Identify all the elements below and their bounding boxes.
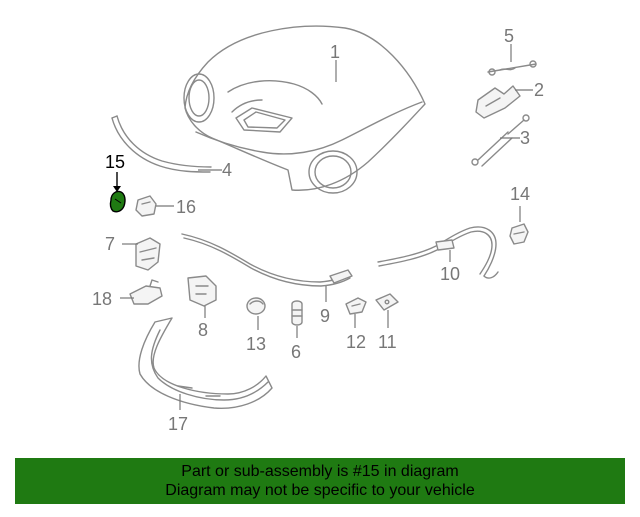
part-18-latch-bracket[interactable] — [129, 279, 163, 305]
callout-17: 17 — [168, 414, 188, 434]
callout-4: 4 — [222, 160, 232, 180]
part-6-buffer[interactable] — [291, 300, 303, 326]
callout-1: 1 — [330, 42, 340, 62]
banner-line-2: Diagram may not be specific to your vehi… — [165, 482, 475, 499]
callout-5: 5 — [504, 26, 514, 46]
part-15-release-handle[interactable] — [109, 190, 126, 213]
part-5-rod[interactable] — [487, 60, 537, 76]
info-banner: Part or sub-assembly is #15 in diagram D… — [15, 458, 625, 504]
banner-line-1: Part or sub-assembly is #15 in diagram — [181, 463, 459, 480]
part-14-latch[interactable] — [509, 223, 529, 245]
part-13-grommet[interactable] — [246, 297, 266, 315]
part-4-seal-strip[interactable] — [111, 115, 212, 173]
callout-16: 16 — [176, 197, 196, 217]
part-2-hinge[interactable] — [475, 85, 521, 119]
part-8-lock-housing[interactable] — [187, 275, 217, 307]
callout-2: 2 — [534, 80, 544, 100]
part-9-release-cable[interactable] — [181, 233, 353, 287]
part-16-clip[interactable] — [135, 195, 157, 217]
callout-15: 15 — [105, 152, 125, 172]
part-7-bracket[interactable] — [135, 237, 161, 271]
callout-7: 7 — [105, 234, 115, 254]
leader-15-arrowhead — [113, 186, 121, 192]
callout-9: 9 — [320, 306, 330, 326]
callout-11: 11 — [378, 332, 397, 352]
callout-13: 13 — [246, 334, 266, 354]
part-10-cable[interactable] — [377, 226, 499, 279]
callout-14: 14 — [510, 184, 530, 204]
part-12-clip[interactable] — [345, 297, 367, 315]
callout-8: 8 — [198, 320, 208, 340]
part-11-pad[interactable] — [375, 293, 399, 311]
part-3-gas-strut[interactable] — [471, 114, 530, 167]
callout-6: 6 — [291, 342, 301, 362]
part-1-hood[interactable] — [183, 25, 426, 194]
callout-12: 12 — [346, 332, 366, 352]
callout-3: 3 — [520, 128, 530, 148]
part-17-support-panel[interactable] — [138, 317, 273, 410]
callout-10: 10 — [440, 264, 460, 284]
callout-18: 18 — [92, 289, 112, 309]
